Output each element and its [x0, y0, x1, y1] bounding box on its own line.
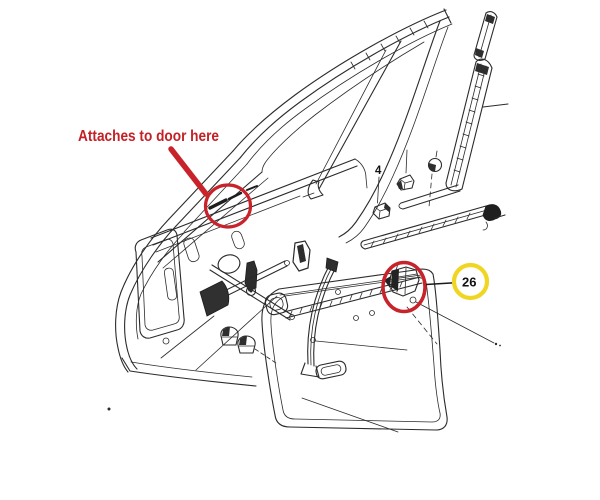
annotations: Attaches to door here 26 4 — [78, 128, 490, 314]
belt-molding-top-edge — [362, 205, 487, 242]
part4-number: 4 — [375, 165, 382, 177]
callout26-number: 26 — [462, 275, 476, 290]
frame-top-rail-inner — [246, 23, 453, 165]
frame-top-rail-mid — [239, 16, 450, 159]
shell-front-edge-inner — [135, 232, 185, 340]
panel-leader-1 — [315, 340, 408, 351]
panel-hole-1 — [335, 289, 341, 295]
panel-outline — [261, 268, 448, 431]
short-trim-strip — [473, 11, 498, 61]
mid-clip-stem — [405, 149, 408, 174]
attachment-highlight-circle — [203, 183, 253, 229]
leader-end-dot-1 — [494, 342, 498, 346]
long-strip-hatching — [453, 73, 485, 173]
attaches-note-arrow — [168, 146, 209, 197]
regulator-sector-gear — [199, 280, 230, 317]
frame-b-pillar-inner — [345, 26, 449, 244]
long-strip-tick-leader — [482, 103, 509, 108]
panel-hole-2 — [353, 315, 359, 321]
callout26-yellow-circle — [451, 262, 490, 301]
fastener-clips-drawing — [220, 326, 277, 364]
belt-molding-left-cap — [360, 240, 366, 250]
vent-division-right — [315, 49, 387, 185]
belt-attachment-marks — [208, 185, 258, 210]
shell-slot-1 — [183, 237, 200, 263]
vent-division-left — [318, 40, 402, 190]
vent-division-foot-tick — [302, 192, 315, 198]
panel-inner-contour — [270, 277, 441, 423]
shell-front-edge-mid — [124, 225, 177, 370]
door-handle-cup-drawing — [264, 292, 289, 316]
panel-armrest-slot-inner — [320, 364, 342, 376]
leader-end-dot-2 — [499, 344, 501, 347]
belt-molding-hatching — [370, 212, 471, 248]
belt-molding-center-line — [363, 209, 488, 246]
part4-clip — [372, 202, 391, 220]
frame-top-rail-outer — [232, 9, 447, 152]
vertical-trim-strips-drawing — [445, 11, 509, 192]
part26-highlight-circle — [381, 260, 427, 314]
frame-glass-run-inner — [261, 41, 425, 173]
belt-molding-bottom-edge — [364, 213, 490, 250]
shell-bottom-edge — [121, 357, 257, 387]
shell-leader-line-2 — [160, 315, 215, 359]
fastener-clip-b — [237, 335, 256, 354]
fastener-clip-a — [220, 326, 239, 346]
shell-front-opening-outer — [134, 228, 185, 339]
frame-rail-hatching — [350, 20, 429, 70]
round-clip — [427, 150, 443, 173]
panel-top-inner-line — [279, 274, 422, 296]
panel-hole-3 — [369, 310, 375, 316]
shell-front-opening-inner — [141, 238, 180, 331]
door-inner-shell-drawing — [107, 158, 368, 411]
belt-molding-drawing — [360, 184, 506, 250]
belt-clip-parts-drawing — [372, 149, 443, 220]
shell-belt-line-lower — [152, 165, 358, 246]
belt-molding-tip-tick — [494, 214, 506, 219]
shell-opening-slot — [163, 267, 178, 301]
panel-leader-3 — [415, 301, 495, 344]
shell-belt-line-upper — [150, 158, 356, 239]
attaches-note-text: Attaches to door here — [78, 128, 219, 145]
upper-band-top — [400, 184, 459, 204]
part26-clip-drawing — [384, 263, 420, 297]
panel-hole-5 — [409, 296, 417, 304]
shell-bracket-2-fill — [297, 244, 306, 263]
shell-small-hole — [162, 337, 170, 345]
fastener-leader-dashed — [254, 348, 277, 364]
frame-rail-end-cap — [443, 8, 452, 24]
panel-leader-2 — [301, 397, 399, 433]
shell-bottom-edge-inner — [130, 361, 253, 378]
long-trim-strip — [445, 58, 493, 192]
panel-dashed-leader — [406, 306, 438, 345]
upper-band-bottom — [402, 190, 461, 210]
stray-dot — [107, 407, 111, 411]
shell-rear-corner — [354, 158, 368, 189]
shell-belt-line-short — [155, 195, 301, 253]
panel-armrest-slot-outer — [315, 360, 347, 380]
part4-leader-line — [377, 176, 380, 204]
shell-bracket-2 — [292, 240, 311, 272]
vent-division-foot — [307, 179, 324, 200]
window-guide-rail-drawing — [300, 257, 339, 378]
panel-hole-4 — [310, 337, 316, 343]
belt-molding-end-tip — [482, 204, 502, 222]
frame-a-pillar-mid — [175, 157, 241, 227]
door-trim-panel-drawing — [261, 268, 501, 433]
upper-band-left-cap — [398, 202, 404, 210]
frame-b-pillar-outer — [338, 20, 441, 238]
belt-molding-tip-hook — [482, 221, 488, 231]
round-clip-dashed-leader — [428, 173, 433, 208]
shell-oval-hole — [217, 254, 241, 274]
window-regulator-drawing — [199, 260, 295, 321]
mid-clip — [396, 174, 415, 191]
shell-slot-2 — [231, 230, 245, 250]
shell-bracket-1 — [244, 260, 258, 292]
